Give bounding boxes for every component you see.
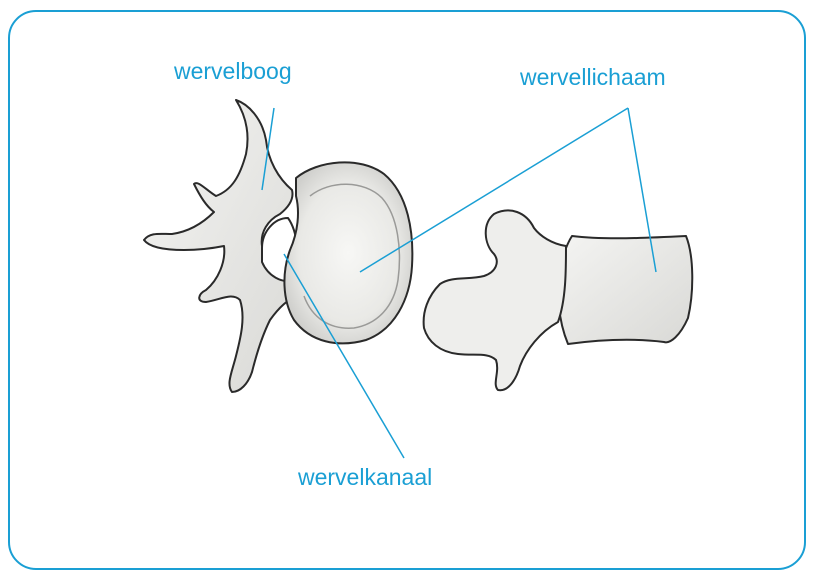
vertebra-top-view (144, 100, 412, 392)
label-vertebral-arch: wervelboog (174, 60, 292, 83)
vertebral-body-side (558, 236, 692, 344)
vertebra-side-view (424, 210, 693, 390)
label-vertebral-canal: wervelkanaal (298, 466, 432, 489)
posterior-elements-side (424, 210, 566, 390)
label-vertebral-body: wervellichaam (520, 66, 666, 89)
vertebral-body-top (284, 162, 412, 343)
